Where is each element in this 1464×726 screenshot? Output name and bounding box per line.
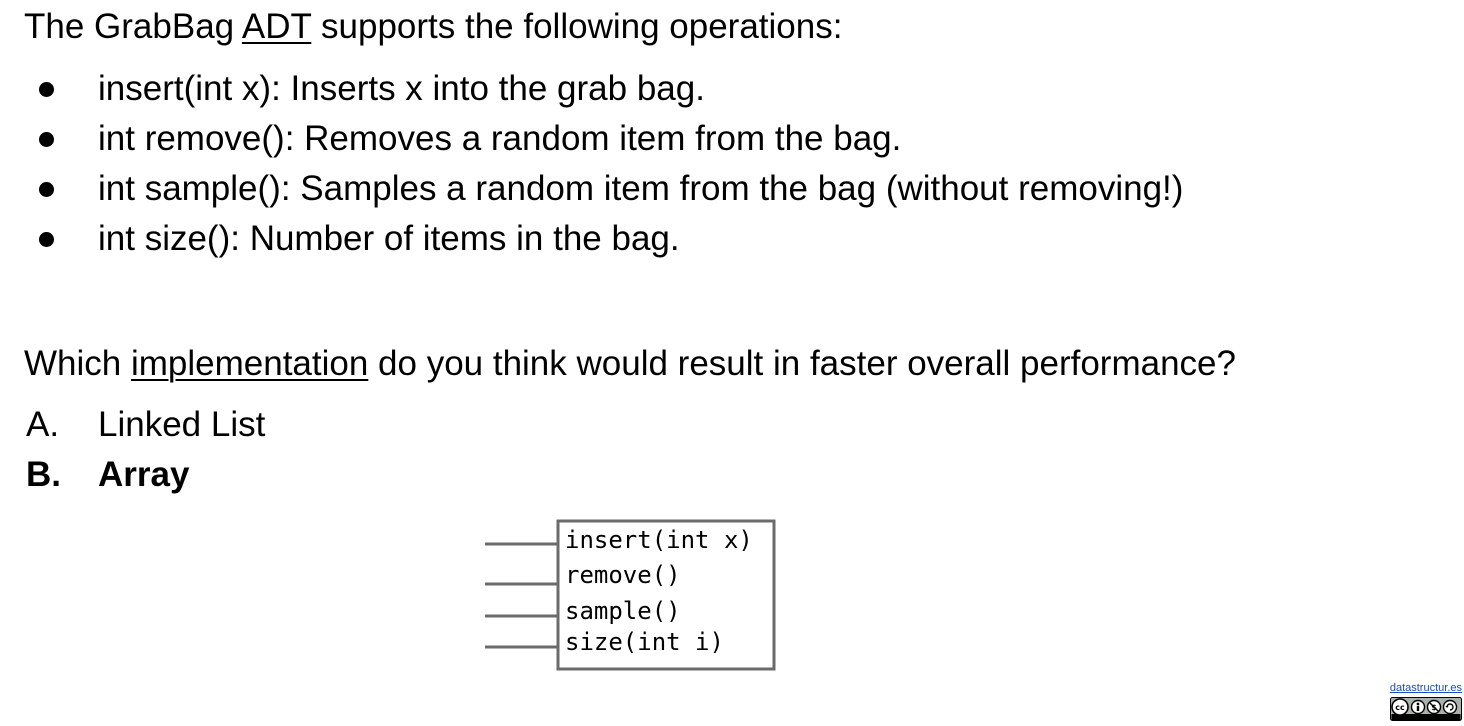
bullet-icon [39,132,54,147]
question-implementation-term: implementation [130,344,369,383]
bullet-icon [39,82,54,97]
method-label-insert: insert(int x) [565,526,753,554]
interface-box [556,519,776,671]
question-text: Which implementation do you think would … [24,339,1236,389]
intro-suffix: supports the following operations: [311,7,843,46]
choice-label: Array [98,455,190,494]
question-prefix: Which [24,344,131,383]
operation-text: int size(): Number of items in the bag. [98,219,680,258]
datastructures-link[interactable]: datastructur.es [1389,682,1462,694]
operation-text: int remove(): Removes a random item from… [98,119,902,158]
operation-text: insert(int x): Inserts x into the grab b… [98,69,705,108]
svg-text:cc: cc [1395,703,1405,712]
method-label-size: size(int i) [565,628,724,656]
choice-letter: A. [26,405,60,444]
cc-by-nc-sa-icon: cc $ [1390,697,1462,721]
credit: datastructur.es cc $ [1372,682,1462,726]
method-label-sample: sample() [565,597,681,625]
interface-diagram-svg [485,519,776,671]
bullet-icon [39,232,54,247]
method-label-remove: remove() [565,561,681,589]
choice-label: Linked List [98,405,266,444]
choice-letter: B. [26,455,61,494]
bullet-icon [39,182,54,197]
operation-text: int sample(): Samples a random item from… [98,169,1184,208]
interface-diagram: insert(int x) remove() sample() size(int… [480,516,780,676]
intro-text: The GrabBag ADT supports the following o… [24,2,842,52]
intro-adt-term: ADT [241,7,312,46]
intro-prefix: The GrabBag [24,7,242,46]
question-suffix: do you think would result in faster over… [368,344,1236,383]
